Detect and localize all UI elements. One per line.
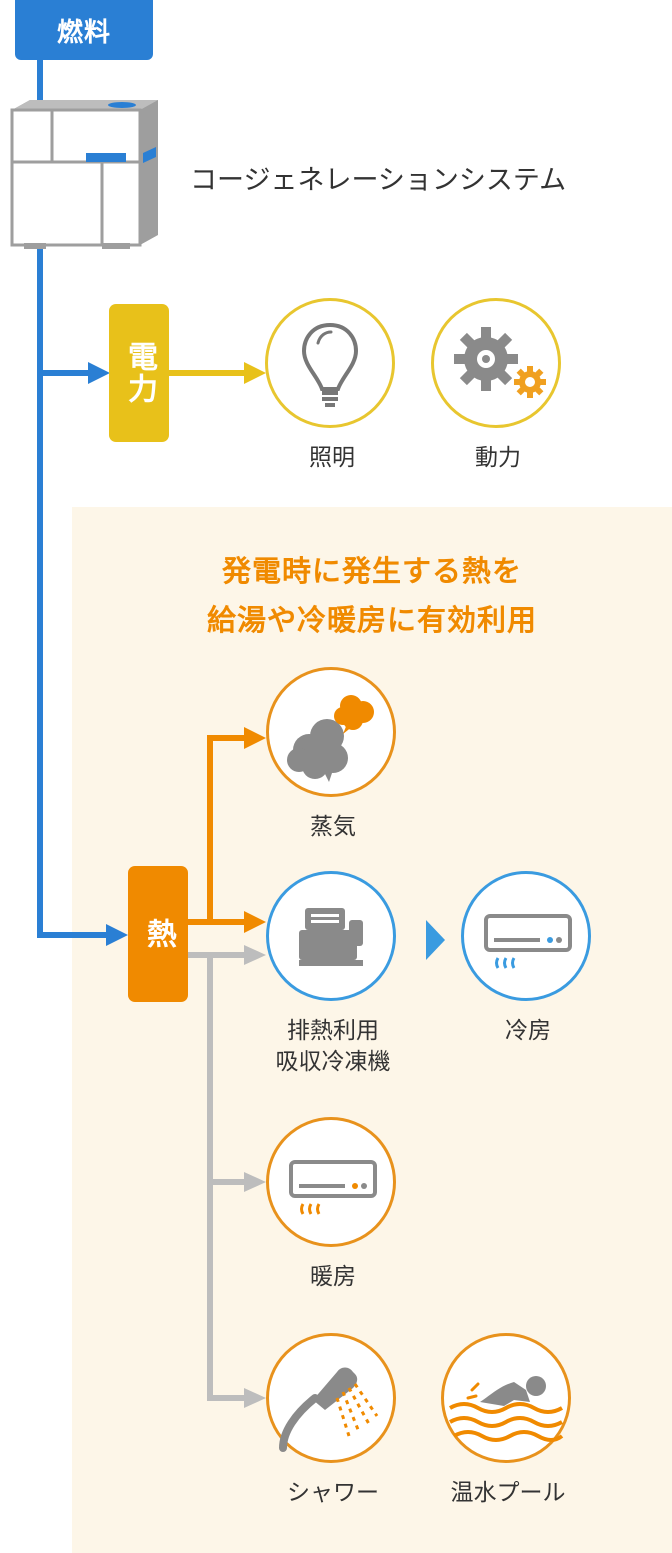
shower-circle: [266, 1333, 396, 1463]
heat-heading-line1: 発電時に発生する熱を: [221, 554, 522, 588]
steam-icon: [287, 695, 374, 782]
lighting-label: 照明: [309, 445, 355, 471]
gears-icon: [454, 327, 546, 398]
main-blue-line: [37, 250, 110, 938]
cooling-circle: [461, 871, 591, 1001]
shower-arrow: [244, 1388, 266, 1408]
system-label: コージェネレーションシステム: [190, 165, 567, 196]
heat-box: 熱: [128, 866, 188, 1002]
fuel-label: 燃料: [56, 17, 111, 48]
pool-label: 温水プール: [450, 1480, 566, 1506]
chiller-label-line2: 吸収冷凍機: [275, 1049, 391, 1075]
steam-arrow: [244, 727, 266, 749]
steam-label: 蒸気: [310, 814, 356, 840]
chiller-arrow: [244, 911, 266, 933]
absorption-chiller-circle: [266, 871, 396, 1001]
heat-label: 熱: [141, 918, 176, 950]
electricity-box: 電力: [109, 304, 169, 442]
absorption-chiller-icon: [299, 908, 363, 966]
fuel-box: 燃料: [15, 0, 153, 60]
chiller-to-cooling-arrow: [426, 920, 445, 960]
cooling-label: 冷房: [505, 1018, 551, 1044]
shower-icon: [279, 1367, 379, 1452]
electricity-label: 電力: [122, 341, 157, 405]
steam-circle: [266, 667, 396, 797]
cogeneration-unit-icon: [10, 100, 158, 249]
swimming-pool-icon: [449, 1376, 564, 1442]
shower-label: シャワー: [287, 1480, 379, 1506]
gray-vertical-line: [207, 955, 248, 1401]
lighting-circle: [265, 298, 395, 428]
chiller-label-line1: 排熱利用: [287, 1018, 379, 1044]
to-heat-arrow: [106, 924, 128, 946]
pool-circle: [441, 1333, 571, 1463]
heating-arrow: [244, 1172, 266, 1192]
heat-heading-line2: 給湯や冷暖房に有効利用: [206, 603, 537, 637]
gray-arrow-1: [244, 945, 266, 965]
air-conditioner-icon: [289, 1160, 377, 1215]
heating-label: 暖房: [310, 1264, 356, 1290]
heating-circle: [266, 1117, 396, 1247]
lightbulb-icon: [301, 322, 359, 407]
power-circle: [431, 298, 561, 428]
air-conditioner-icon: [484, 914, 572, 969]
power-label: 動力: [475, 445, 521, 471]
electric-arrow: [244, 362, 266, 384]
to-electric-arrow: [88, 362, 110, 384]
